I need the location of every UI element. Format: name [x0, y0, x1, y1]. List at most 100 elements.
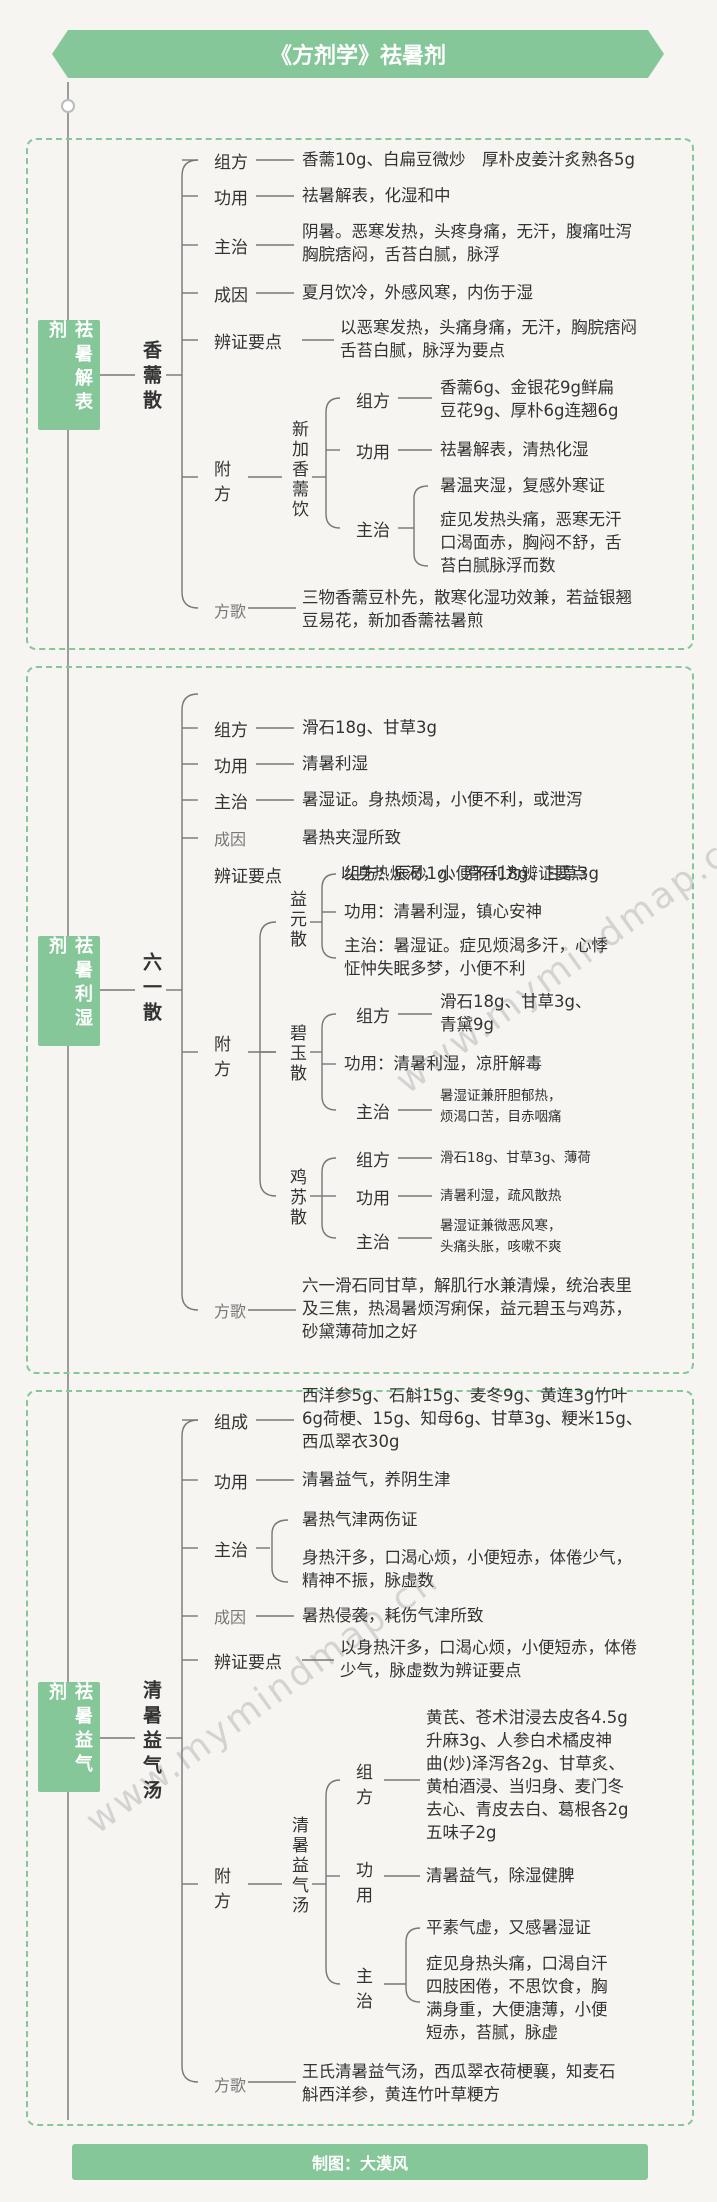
value-text: 以身热烦渴，小便不利为辨证要点	[340, 864, 588, 883]
value-text: 满身重，大便溏薄，小便	[426, 2000, 608, 2019]
value-text: 六一滑石同甘草，解肌行水兼清燥，统治表里	[302, 1276, 632, 1295]
value-text: 香薷10g、白扁豆微炒 厚朴皮姜汁炙熟各5g	[302, 150, 635, 169]
key-label: 功用	[356, 443, 390, 463]
value-text: 暑湿证兼微恶风寒，	[440, 1218, 562, 1234]
sub-formula-name: 清暑益气汤	[288, 1816, 308, 1916]
key-label: 组方	[356, 1151, 390, 1171]
category-label: 祛暑解表剂	[38, 320, 100, 430]
value-text: 暑热夹湿所致	[302, 828, 401, 847]
value-text: 组方：辰砂1g、滑石18g、甘草3g	[344, 864, 599, 883]
value-text: 胸脘痞闷，舌苔白腻，脉浮	[302, 245, 500, 264]
key-label: 组方	[356, 392, 390, 412]
value-text: 西洋参5g、石斛15g、麦冬9g、黄连3g竹叶	[302, 1386, 628, 1405]
key-label: 附方	[214, 1035, 231, 1080]
key-label: 辨证要点	[214, 867, 282, 887]
key-label: 主治	[356, 521, 390, 541]
value-text: 砂黛薄荷加之好	[302, 1322, 418, 1341]
key-label: 方歌	[214, 2076, 247, 2095]
key-label: 主治	[356, 1967, 373, 2012]
value-text: 清暑益气，养阴生津	[302, 1470, 451, 1489]
value-text: 斛西洋参，黄连竹叶草粳方	[302, 2085, 500, 2104]
sub-formula-name: 鸡苏散	[286, 1168, 306, 1228]
section-box-yiqi	[26, 1390, 694, 2126]
value-text: 曲(炒)泽泻各2g、甘草炙、	[426, 1754, 625, 1773]
sub-formula-name: 益元散	[286, 890, 306, 950]
key-label: 主治	[214, 238, 248, 258]
key-label: 主治	[356, 1233, 390, 1253]
value-text: 黄芪、苍术泔浸去皮各4.5g	[426, 1708, 628, 1727]
value-text: 暑湿证。身热烦渴，小便不利，或泄泻	[302, 790, 583, 809]
formula-name: 清暑益气汤	[140, 1680, 162, 1805]
value-text: 阴暑。恶寒发热，头疼身痛，无汗，腹痛吐泻	[302, 222, 632, 241]
value-text: 口渴面赤，胸闷不舒，舌	[440, 533, 622, 552]
value-text: 清暑利湿	[302, 754, 368, 773]
value-text: 以恶寒发热，头痛身痛，无汗，胸脘痞闷	[340, 318, 637, 337]
value-text: 西瓜翠衣30g	[302, 1432, 400, 1451]
value-text: 少气，脉虚数为辨证要点	[340, 1661, 522, 1680]
formula-name: 六一散	[140, 952, 162, 1027]
value-text: 三物香薷豆朴先，散寒化湿功效兼，若益银翘	[302, 588, 632, 607]
value-text: 暑温夹湿，复感外寒证	[440, 476, 605, 495]
key-label: 方歌	[214, 1302, 247, 1321]
category-label: 祛暑益气剂	[38, 1682, 100, 1792]
key-label: 主治	[214, 793, 248, 813]
value-text: 祛暑解表，化湿和中	[302, 186, 451, 205]
key-label: 组成	[214, 1413, 248, 1433]
value-text: 香薷6g、金银花9g鲜扁	[440, 378, 614, 397]
key-label: 功用	[214, 189, 248, 209]
value-text: 功用：清暑利湿，镇心安神	[344, 902, 542, 921]
key-label: 成因	[214, 286, 248, 306]
value-text: 精神不振，脉虚数	[302, 1571, 434, 1590]
value-text: 黄柏酒浸、当归身、麦门冬	[426, 1777, 624, 1796]
value-text: 祛暑解表，清热化湿	[440, 440, 589, 459]
key-label: 主治	[214, 1541, 248, 1561]
key-label: 功用	[356, 1189, 390, 1209]
value-text: 四肢困倦，不思饮食，胸	[426, 1977, 608, 1996]
value-text: 去心、青皮去白、葛根各2g	[426, 1800, 629, 1819]
value-text: 烦渴口苦，目赤咽痛	[440, 1109, 562, 1125]
value-text: 舌苔白腻，脉浮为要点	[340, 341, 505, 360]
value-text: 主治：暑湿证。症见烦渴多汗，心悸	[344, 936, 608, 955]
value-text: 以身热汗多，口渴心烦，小便短赤，体倦	[340, 1638, 637, 1657]
sub-formula-name: 新加香薷饮	[288, 420, 308, 520]
value-text: 头痛头胀，咳嗽不爽	[440, 1239, 562, 1255]
value-text: 豆易花，新加香薷祛暑煎	[302, 611, 484, 630]
value-text: 暑湿证兼肝胆郁热，	[440, 1088, 562, 1104]
key-label: 功用	[214, 757, 248, 777]
key-label: 附方	[214, 460, 231, 505]
sub-formula-name: 碧玉散	[286, 1024, 306, 1084]
value-text: 身热汗多，口渴心烦，小便短赤，体倦少气，	[302, 1548, 632, 1567]
key-label: 组方	[214, 721, 248, 741]
value-text: 暑热侵袭，耗伤气津所致	[302, 1606, 484, 1625]
value-text: 王氏清暑益气汤，西瓜翠衣荷梗襄，知麦石	[302, 2062, 616, 2081]
formula-name: 香薷散	[140, 340, 162, 415]
value-text: 滑石18g、甘草3g	[302, 718, 437, 737]
value-text: 症见发热头痛，恶寒无汗	[440, 510, 622, 529]
value-text: 及三焦，热渴暑烦泻痢保，益元碧玉与鸡苏，	[302, 1299, 632, 1318]
category-label: 祛暑利湿剂	[38, 936, 100, 1046]
key-label: 成因	[214, 1608, 247, 1627]
value-text: 升麻3g、人参白术橘皮神	[426, 1731, 612, 1750]
value-text: 苔白腻脉浮而数	[440, 556, 556, 575]
value-text: 青黛9g	[440, 1015, 494, 1034]
key-label: 组方	[214, 153, 248, 173]
value-text: 五味子2g	[426, 1823, 497, 1842]
value-text: 症见身热头痛，口渴自汗	[426, 1954, 608, 1973]
value-text: 6g荷梗、15g、知母6g、甘草3g、粳米15g、	[302, 1409, 643, 1428]
key-label: 附方	[214, 1867, 231, 1912]
key-label: 方歌	[214, 602, 247, 621]
section-box-lishi	[26, 666, 694, 1374]
value-text: 暑热气津两伤证	[302, 1510, 418, 1529]
key-label: 辨证要点	[214, 333, 282, 353]
key-label: 功用	[214, 1473, 248, 1493]
value-text: 清暑利湿，疏风散热	[440, 1188, 562, 1204]
value-text: 清暑益气，除湿健脾	[426, 1866, 575, 1885]
key-label: 组方	[356, 1763, 373, 1808]
value-text: 豆花9g、厚朴6g连翘6g	[440, 401, 619, 420]
footer-credit: 制图：大漠风	[72, 2144, 648, 2180]
value-text: 平素气虚，又感暑湿证	[426, 1918, 591, 1937]
value-text: 短赤，苔腻，脉虚	[426, 2023, 558, 2042]
value-text: 滑石18g、甘草3g、薄荷	[440, 1150, 591, 1166]
key-label: 主治	[356, 1103, 390, 1123]
